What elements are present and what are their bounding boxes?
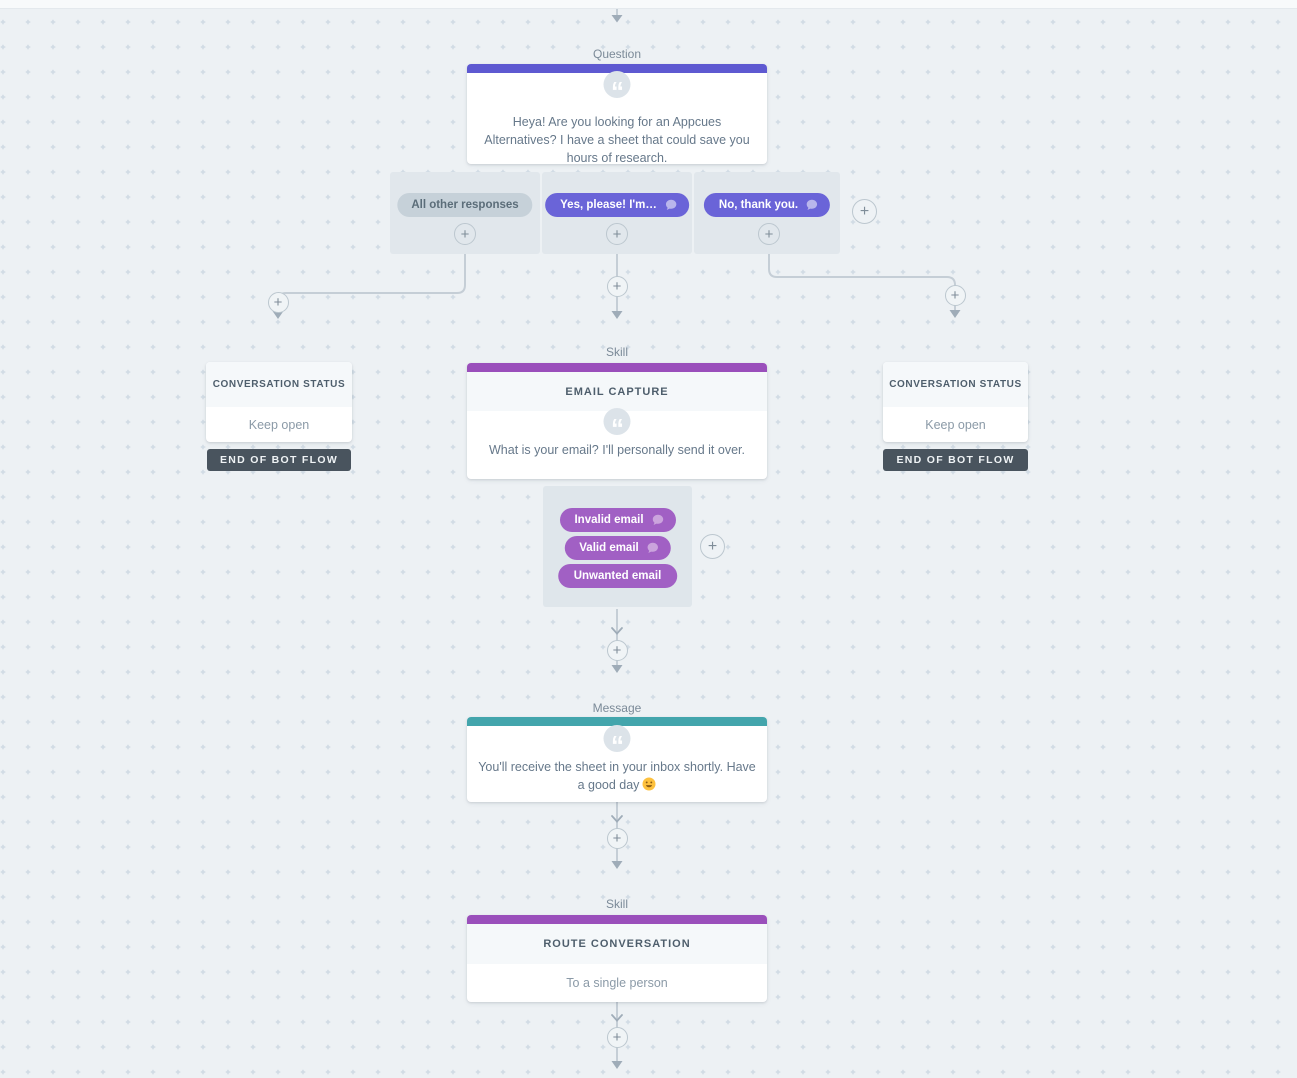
answer-branch-box: Yes, please! I'm… + [542,172,692,254]
email-capture-title: EMAIL CAPTURE [467,372,767,411]
conversation-status-card-left[interactable]: CONVERSATION STATUS Keep open [206,362,352,442]
insert-node-button[interactable]: + [606,275,628,297]
answer-pill-no-thank-you[interactable]: No, thank you. [703,193,831,217]
status-card-value: Keep open [925,417,986,432]
question-card[interactable]: “ Heya! Are you looking for an Appcues A… [467,64,767,166]
insert-node-button[interactable]: + [944,284,966,306]
answer-pill-yes-please[interactable]: Yes, please! I'm… [545,193,689,217]
end-of-bot-flow-badge: END OF BOT FLOW [883,449,1028,471]
add-answer-button[interactable]: + [852,199,877,224]
status-card-value: Keep open [248,417,310,432]
insert-node-button[interactable]: + [606,1026,628,1048]
branch-pill-unwanted-email[interactable]: Unwanted email [557,564,678,588]
skill-type-label: Skill [605,345,628,359]
status-card-title: CONVERSATION STATUS [883,362,1028,407]
route-conversation-value: To a single person [566,976,668,990]
question-text: Heya! Are you looking for an Appcues Alt… [484,115,750,166]
skill-accent-bar [467,915,767,924]
insert-node-button[interactable]: + [267,291,289,313]
canvas-top-strip [0,0,1297,9]
email-branch-panel: Invalid email Valid email Unwanted email [543,486,692,607]
chat-bubble-icon [652,514,663,525]
conversation-status-card-right[interactable]: CONVERSATION STATUS Keep open [883,362,1028,442]
answer-branch-box: All other responses + [390,172,540,254]
insert-node-button[interactable]: + [606,639,628,661]
answer-branch-box: No, thank you. + [694,172,840,254]
email-capture-text: What is your email? I'll personally send… [489,443,745,457]
message-card[interactable]: “ You'll receive the sheet in your inbox… [467,717,767,802]
message-type-label: Message [592,701,642,715]
message-accent-bar [467,717,767,726]
insert-node-button[interactable]: + [606,827,628,849]
smiley-emoji-icon [642,777,656,791]
question-accent-bar [467,64,767,73]
add-step-button[interactable]: + [606,223,628,245]
quote-icon: “ [603,724,631,752]
question-type-label: Question [592,47,642,61]
branch-pill-valid-email[interactable]: Valid email [564,536,671,560]
quote-icon: “ [603,71,631,98]
message-text: You'll receive the sheet in your inbox s… [478,760,756,793]
quote-icon: “ [603,407,631,435]
end-of-bot-flow-badge: END OF BOT FLOW [207,449,351,471]
skill-type-label: Skill [605,897,628,911]
skill-accent-bar [467,363,767,372]
chat-bubble-icon [647,542,658,553]
status-card-title: CONVERSATION STATUS [206,362,352,407]
route-conversation-title: ROUTE CONVERSATION [467,924,767,964]
email-capture-card[interactable]: EMAIL CAPTURE “ What is your email? I'll… [467,363,767,479]
add-step-button[interactable]: + [454,223,476,245]
route-conversation-card[interactable]: ROUTE CONVERSATION To a single person [467,915,767,1002]
chat-bubble-icon [665,199,677,210]
add-branch-button[interactable]: + [700,534,725,559]
branch-pill-invalid-email[interactable]: Invalid email [559,508,676,532]
chat-bubble-icon [806,199,818,210]
add-step-button[interactable]: + [758,223,780,245]
answer-pill-all-other-responses[interactable]: All other responses [397,193,533,217]
